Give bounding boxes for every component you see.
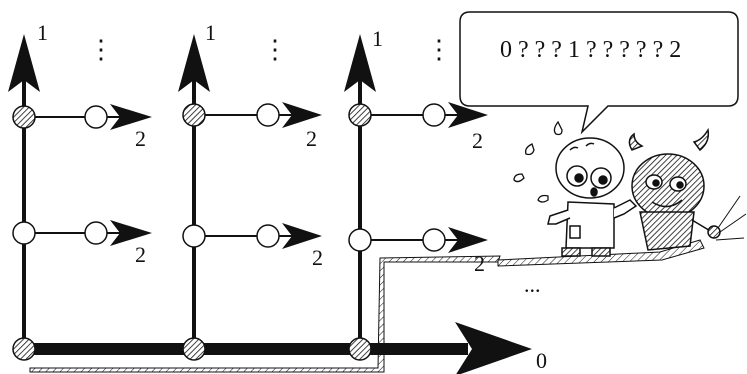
right-label: 2: [135, 242, 146, 267]
node-open: [84, 105, 108, 129]
column-1: 1 ⋮ 2 2: [8, 20, 152, 361]
node-hatched: [12, 337, 36, 361]
main-axis-label: 0: [536, 348, 547, 373]
node-open: [84, 221, 108, 245]
node-hatched: [182, 103, 206, 127]
node-open: [422, 103, 446, 127]
bubble-text: 0 ? ? ? 1 ? ? ? ? ? 2: [500, 37, 681, 63]
vertical-ellipsis: ⋮: [426, 35, 452, 64]
node-open: [12, 221, 36, 245]
horizontal-ellipsis: ...: [524, 272, 541, 297]
up-arrow-head: [344, 34, 376, 92]
node-open: [348, 228, 372, 252]
up-label: 1: [205, 20, 216, 45]
right-label: 2: [135, 126, 146, 151]
up-arrow-head: [8, 34, 40, 92]
up-arrow-head: [178, 34, 210, 92]
node-open: [182, 224, 206, 248]
node-hatched: [182, 337, 206, 361]
column-2: 1 ⋮ 2 2: [178, 20, 323, 361]
right-label: 2: [312, 245, 323, 270]
node-open: [422, 228, 446, 252]
node-hatched: [348, 337, 372, 361]
up-label: 1: [372, 26, 383, 51]
vertical-ellipsis: ⋮: [262, 35, 288, 64]
speech-bubble: 0 ? ? ? 1 ? ? ? ? ? 2: [459, 11, 739, 135]
vertical-ellipsis: ⋮: [88, 35, 114, 64]
devil-icon: [628, 127, 747, 251]
node-hatched: [348, 103, 372, 127]
sweat-drops-icon: [513, 120, 563, 203]
main-axis: 0: [24, 322, 547, 374]
scientist-icon: [547, 137, 638, 257]
right-label: 2: [306, 126, 317, 151]
node-hatched: [12, 105, 36, 129]
node-open: [256, 103, 280, 127]
node-open: [256, 224, 280, 248]
right-label: 2: [474, 251, 485, 276]
up-label: 1: [37, 20, 48, 45]
right-label: 2: [472, 128, 483, 153]
column-3: 1 ⋮ 2 2: [344, 26, 488, 361]
